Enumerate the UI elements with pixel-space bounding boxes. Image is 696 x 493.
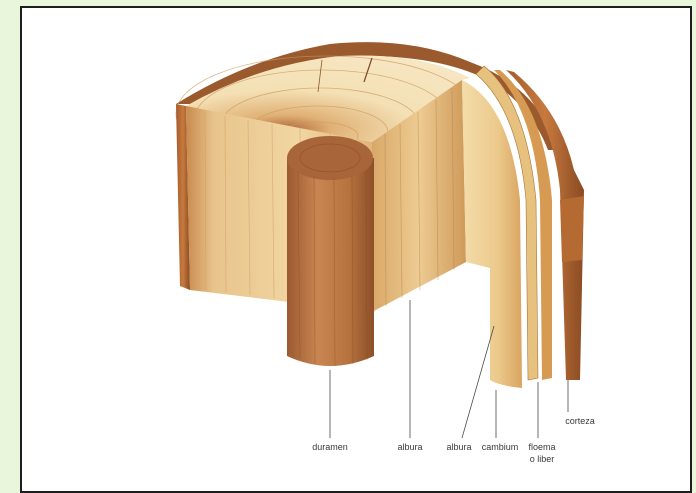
leader-albura-secondary bbox=[462, 326, 494, 438]
bark-flap bbox=[560, 196, 584, 262]
label-albura-secondary: albura bbox=[446, 442, 471, 452]
label-floema: floema bbox=[528, 442, 555, 452]
label-albura: albura bbox=[397, 442, 422, 452]
label-duramen: duramen bbox=[312, 442, 348, 452]
label-cambium: cambium bbox=[482, 442, 519, 452]
label-corteza: corteza bbox=[565, 416, 595, 426]
label-floema-liber: o liber bbox=[530, 454, 555, 464]
